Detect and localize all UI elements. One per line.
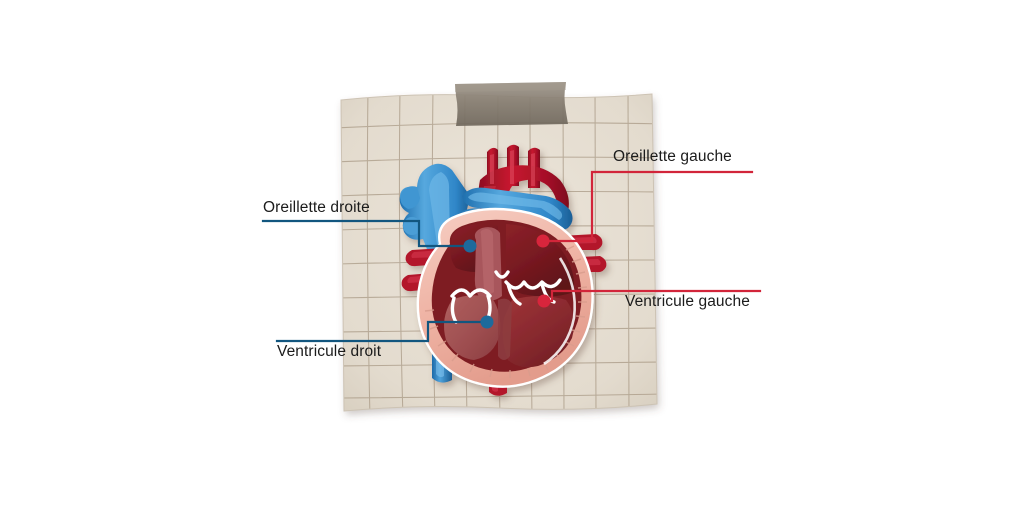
endocardium-highlight bbox=[543, 257, 576, 366]
left-ventricle-chamber bbox=[502, 296, 574, 368]
callout-dot-ventricule-gauche bbox=[537, 294, 551, 308]
leader-oreillette-droite bbox=[261, 219, 477, 253]
heart-chambers bbox=[431, 219, 582, 372]
leader-ventricule-gauche bbox=[537, 289, 762, 308]
callout-dot-oreillette-gauche bbox=[536, 234, 550, 248]
heart-anatomy-figure bbox=[399, 144, 607, 396]
heart-valves bbox=[450, 270, 562, 324]
label-ventricule-gauche: Ventricule gauche bbox=[625, 293, 750, 310]
leader-ventricule-droit bbox=[275, 315, 494, 343]
paper-edge bbox=[340, 93, 658, 412]
callout-dot-ventricule-droit bbox=[480, 315, 494, 329]
right-ventricle-chamber bbox=[444, 295, 501, 360]
leader-oreillette-gauche bbox=[536, 170, 754, 248]
adhesive-tape bbox=[455, 82, 568, 126]
label-ventricule-droit: Ventricule droit bbox=[277, 343, 382, 360]
label-oreillette-gauche: Oreillette gauche bbox=[613, 148, 732, 165]
callout-dot-oreillette-droite bbox=[463, 239, 477, 253]
left-atrium-chamber bbox=[506, 224, 575, 297]
label-oreillette-droite: Oreillette droite bbox=[263, 199, 370, 216]
